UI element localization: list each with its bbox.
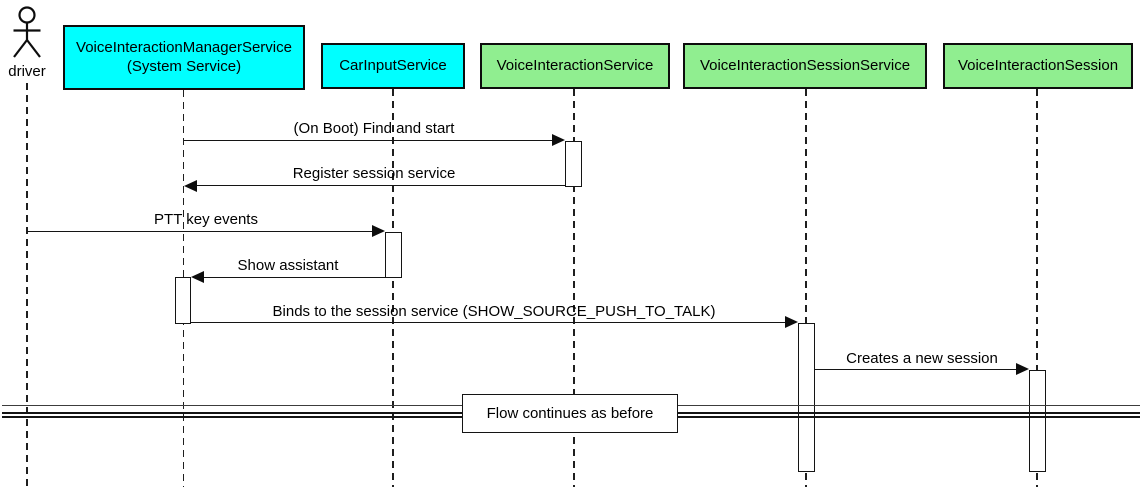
- activation-car-input-service: [385, 232, 402, 278]
- participant-label: VoiceInteractionManagerService: [76, 38, 292, 56]
- lifeline-driver: [26, 83, 28, 487]
- arrowhead-right-icon: [1016, 363, 1029, 376]
- activation-voice-interaction-session: [1029, 370, 1046, 472]
- message-register-session-service-line: [197, 185, 565, 187]
- message-register-session-service-label: Register session service: [292, 165, 456, 182]
- participant-label: (System Service): [126, 57, 242, 75]
- lifeline-car-input-service: [392, 89, 394, 487]
- arrowhead-right-icon: [372, 225, 385, 238]
- message-show-assistant-label: Show assistant: [237, 256, 339, 274]
- participant-voice-interaction-session: VoiceInteractionSession: [943, 43, 1133, 89]
- arrowhead-right-icon: [785, 316, 798, 329]
- participant-car-input-service: CarInputService: [321, 43, 465, 89]
- arrowhead-left-icon: [184, 179, 197, 192]
- lifeline-voice-interaction-service: [573, 89, 575, 487]
- message-binds-to-session-service-label: Binds to the session service (SHOW_SOURC…: [272, 302, 716, 320]
- divider-label-box: Flow continues as before: [462, 394, 678, 433]
- message-on-boot-find-and-start-line: [184, 140, 553, 142]
- participant-label: VoiceInteractionSession: [957, 56, 1119, 74]
- lifeline-voice-interaction-session-service: [805, 89, 807, 487]
- arrowhead-left-icon: [191, 271, 204, 284]
- participant-voice-interaction-service: VoiceInteractionService: [480, 43, 670, 89]
- participant-voice-interaction-manager-service: VoiceInteractionManagerService (System S…: [63, 25, 305, 90]
- message-binds-to-session-service-line: [191, 322, 785, 324]
- participant-label: VoiceInteractionSessionService: [699, 56, 911, 74]
- activation-voice-interaction-service: [565, 141, 582, 187]
- message-on-boot-find-and-start-label: (On Boot) Find and start: [293, 120, 455, 137]
- message-ptt-key-events-label: PTT key events: [154, 211, 258, 228]
- arrowhead-right-icon: [552, 134, 565, 147]
- participant-label: VoiceInteractionService: [496, 56, 654, 74]
- activation-voice-interaction-session-service: [798, 323, 815, 472]
- actor-driver-icon: [13, 6, 41, 58]
- message-ptt-key-events-line: [27, 231, 372, 233]
- participant-label: CarInputService: [339, 56, 447, 74]
- lifeline-voice-interaction-session: [1036, 89, 1038, 487]
- participant-voice-interaction-session-service: VoiceInteractionSessionService: [683, 43, 927, 89]
- divider-label: Flow continues as before: [486, 405, 654, 422]
- activation-voice-interaction-manager-service: [175, 277, 191, 324]
- actor-driver-label: driver: [8, 63, 46, 80]
- message-creates-a-new-session-line: [815, 369, 1016, 371]
- message-creates-a-new-session-label: Creates a new session: [846, 349, 998, 367]
- message-show-assistant-line: [204, 276, 385, 278]
